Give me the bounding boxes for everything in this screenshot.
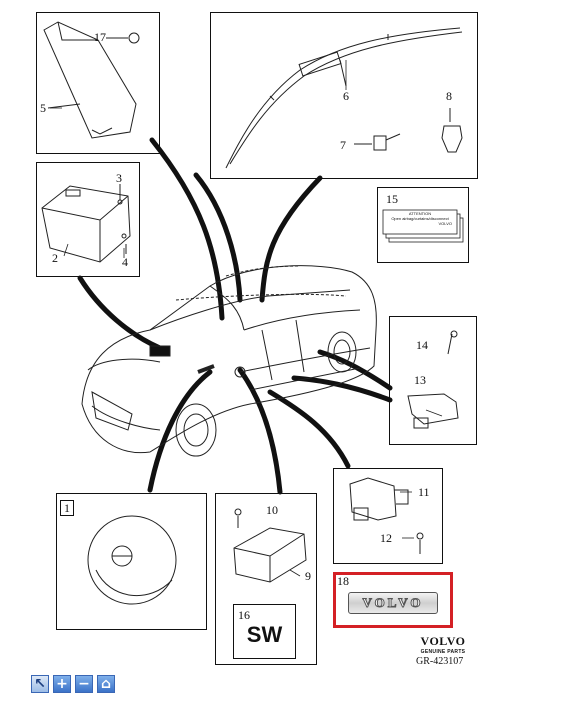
knee-airbag-cover-drawing xyxy=(43,21,140,139)
part-box-knee-airbag-cover[interactable] xyxy=(36,12,160,154)
part-box-crash-sensor[interactable] xyxy=(389,316,477,445)
callout-2: 2 xyxy=(52,251,58,265)
control-module-drawing xyxy=(233,508,307,583)
callout-12: 12 xyxy=(380,531,392,545)
diagram-reference: GR-423107 xyxy=(416,656,464,667)
leader-lines xyxy=(77,137,393,495)
crash-sensor-drawing xyxy=(407,330,459,429)
callout-14: 14 xyxy=(416,338,428,352)
callout-18: 18 xyxy=(337,574,349,588)
zoom-in-button[interactable]: + xyxy=(53,675,71,693)
callout-17: 17 xyxy=(94,30,106,44)
passenger-airbag-drawing xyxy=(41,184,131,263)
side-sensor-drawing xyxy=(349,477,424,554)
callout-1: 1 xyxy=(60,500,74,516)
part-box-control-module[interactable] xyxy=(215,493,317,665)
callout-leaders xyxy=(50,60,443,577)
callout-3: 3 xyxy=(116,171,122,185)
pointer-tool-button[interactable]: ↖ xyxy=(31,675,49,693)
leader-curtain-upper xyxy=(259,175,323,303)
callout-15: 15 xyxy=(386,192,398,206)
leader-sensor-upper xyxy=(317,349,393,391)
part-box-passenger-airbag[interactable] xyxy=(36,162,140,277)
part-box-curtain-airbag[interactable] xyxy=(210,12,478,179)
leader-passenger-airbag xyxy=(77,275,163,351)
sticker-text: ATTENTION Open airbag/curtains/disconnec… xyxy=(391,211,452,226)
callout-16: 16 xyxy=(238,608,250,622)
volvo-genuine-parts-logo: VOLVO GENUINE PARTS xyxy=(420,634,466,655)
callout-9: 9 xyxy=(305,569,311,583)
callout-4: 4 xyxy=(122,255,128,269)
sw-label: SW xyxy=(233,604,296,659)
callout-6: 6 xyxy=(343,89,349,103)
curtain-airbag-drawing xyxy=(225,27,463,169)
home-button[interactable]: ⌂ xyxy=(97,675,115,693)
callout-5: 5 xyxy=(40,101,46,115)
volvo-badge: VOLVO xyxy=(348,592,438,614)
callout-8: 8 xyxy=(446,89,452,103)
callout-11: 11 xyxy=(418,485,430,499)
callout-10: 10 xyxy=(266,503,278,517)
selected-part-highlight xyxy=(333,572,453,628)
leader-side-sensor xyxy=(267,389,351,469)
zoom-out-button[interactable]: − xyxy=(75,675,93,693)
callout-7: 7 xyxy=(340,138,346,152)
warning-sticker-drawing xyxy=(382,209,464,243)
leader-curtain-inner xyxy=(193,172,243,303)
leader-control-module xyxy=(237,367,283,495)
driver-airbag-drawing xyxy=(87,515,177,605)
leader-knee-airbag xyxy=(149,137,225,321)
callout-13: 13 xyxy=(414,373,426,387)
car-illustration xyxy=(81,265,377,457)
leader-driver-airbag xyxy=(147,369,213,493)
